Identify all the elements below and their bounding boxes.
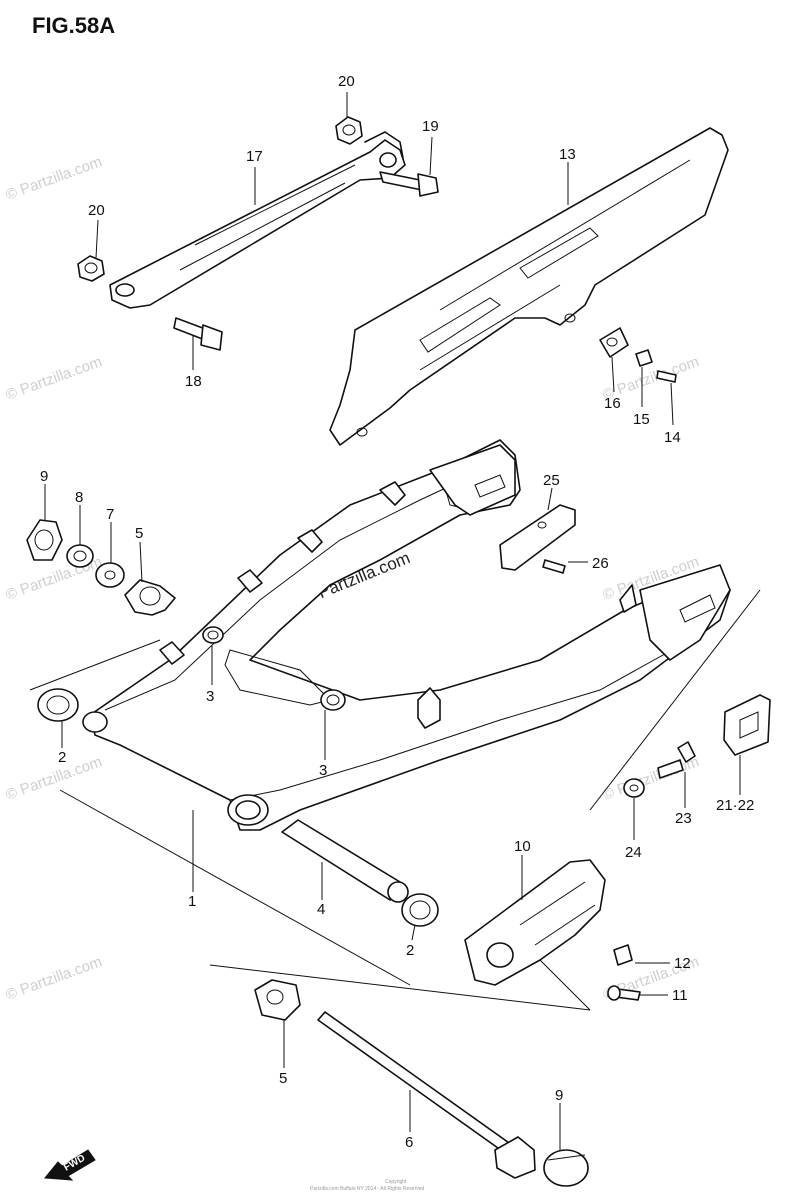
callout-8: 8 bbox=[75, 489, 83, 506]
collar-5-left bbox=[124, 579, 176, 616]
callout-12: 12 bbox=[674, 955, 691, 972]
callout-14: 14 bbox=[664, 429, 681, 446]
callout-9: 9 bbox=[555, 1087, 563, 1104]
chain-guide-10 bbox=[464, 859, 606, 986]
screw-14 bbox=[656, 370, 677, 383]
collar-15 bbox=[635, 349, 653, 367]
figure-title: FIG.58A bbox=[32, 13, 115, 38]
nut-8 bbox=[66, 544, 94, 568]
callout-4: 4 bbox=[317, 901, 325, 918]
chain-cover-13 bbox=[329, 127, 729, 446]
watermark: © Partzilla.com bbox=[4, 953, 105, 1004]
footer-line-1: Copyright bbox=[385, 1179, 407, 1185]
callout-3: 3 bbox=[206, 688, 214, 705]
callout-7: 7 bbox=[106, 506, 114, 523]
assembly-guides bbox=[29, 589, 761, 1011]
spacer-4 bbox=[281, 819, 409, 903]
callout-11: 11 bbox=[672, 987, 688, 1004]
callout-25: 25 bbox=[543, 472, 560, 489]
callout-24: 24 bbox=[625, 844, 642, 861]
plate-25 bbox=[499, 504, 576, 571]
leader-lines bbox=[44, 92, 741, 1150]
collar-12 bbox=[613, 944, 633, 966]
screw-26 bbox=[542, 559, 566, 574]
callout-16: 16 bbox=[604, 395, 621, 412]
chain-adjuster-21-22 bbox=[723, 694, 771, 756]
bearing-2-right bbox=[401, 893, 439, 927]
callout-1: 1 bbox=[188, 893, 196, 910]
callout-2: 2 bbox=[406, 942, 414, 959]
callout-13: 13 bbox=[559, 146, 576, 163]
callout-6: 6 bbox=[405, 1134, 413, 1151]
nut-24 bbox=[623, 778, 645, 798]
bolt-19 bbox=[379, 171, 439, 197]
callout-5: 5 bbox=[279, 1070, 287, 1087]
callout-20: 20 bbox=[338, 73, 355, 90]
cap-9-lower bbox=[543, 1149, 589, 1187]
nut-20-left bbox=[77, 255, 105, 282]
collar-5-lower bbox=[254, 979, 301, 1021]
callout-10: 10 bbox=[514, 838, 531, 855]
callout-9: 9 bbox=[40, 468, 48, 485]
callout-17: 17 bbox=[246, 148, 263, 165]
bushing-3-lower bbox=[320, 689, 346, 711]
watermark: © Partzilla.com bbox=[4, 353, 105, 404]
bushing-3-upper bbox=[202, 626, 224, 644]
callout-20: 20 bbox=[88, 202, 105, 219]
pivot-shaft-6 bbox=[317, 1011, 536, 1179]
washer-7 bbox=[95, 562, 125, 588]
callout-21-22: 21·22 bbox=[716, 797, 754, 814]
forward-arrow: FWD bbox=[44, 1149, 96, 1181]
watermark: © Partzilla.com bbox=[4, 153, 105, 204]
callout-23: 23 bbox=[675, 810, 692, 827]
callout-5: 5 bbox=[135, 525, 143, 542]
callout-18: 18 bbox=[185, 373, 202, 390]
footer-line-2: Partzilla.com Buffalo NY 2014 - All Righ… bbox=[310, 1186, 425, 1192]
bolt-23 bbox=[657, 741, 696, 779]
callout-19: 19 bbox=[422, 118, 439, 135]
watermark: © Partzilla.com bbox=[4, 753, 105, 804]
bolt-11 bbox=[607, 985, 641, 1001]
bearing-2-left bbox=[37, 688, 79, 722]
swingarm-1 bbox=[82, 439, 731, 831]
callout-15: 15 bbox=[633, 411, 650, 428]
callouts: 20 19 17 13 20 18 16 15 14 9 8 7 5 25 26… bbox=[40, 73, 754, 1151]
nut-20-top bbox=[335, 116, 363, 145]
cushion-16 bbox=[599, 327, 629, 358]
callout-26: 26 bbox=[592, 555, 609, 572]
callout-2: 2 bbox=[58, 749, 66, 766]
callout-3: 3 bbox=[319, 762, 327, 779]
cap-9-left bbox=[26, 519, 63, 561]
bolt-18 bbox=[173, 317, 223, 351]
